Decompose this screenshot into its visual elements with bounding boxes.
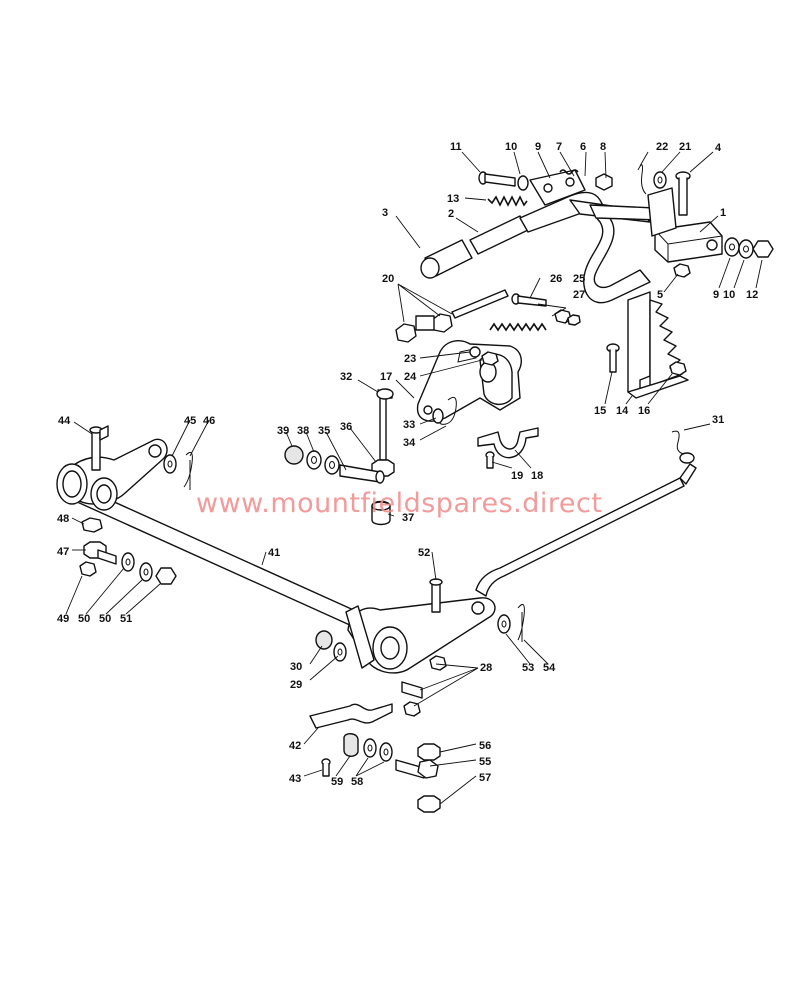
linkage-rod (475, 477, 685, 597)
callout-8: 8 (600, 141, 606, 153)
callout-6: 6 (580, 141, 586, 153)
callout-34: 34 (403, 437, 416, 449)
callout-41: 41 (268, 547, 280, 559)
link-rod (377, 389, 393, 461)
callout-52: 52 (418, 547, 430, 559)
callout-42: 42 (289, 740, 301, 752)
cross-shaft-assembly (56, 425, 697, 813)
callout-24: 24 (404, 371, 417, 383)
callout-31: 31 (712, 414, 724, 426)
callout-43: 43 (289, 773, 301, 785)
callout-32: 32 (340, 371, 352, 383)
callout-39: 39 (277, 425, 289, 437)
callout-7: 7 (556, 141, 562, 153)
middle-linkage (284, 289, 581, 526)
callout-26: 26 (550, 273, 562, 285)
watermark: www.mountfieldspares.direct (196, 488, 602, 519)
callout-20: 20 (382, 273, 394, 285)
callout-29: 29 (290, 679, 302, 691)
callout-1: 1 (720, 207, 726, 219)
callout-4: 4 (715, 142, 722, 154)
callout-21: 21 (679, 141, 691, 153)
callout-3: 3 (382, 207, 388, 219)
callout-35: 35 (318, 425, 330, 437)
callout-28: 28 (480, 662, 492, 674)
callout-54: 54 (543, 662, 556, 674)
callout-13: 13 (447, 193, 459, 205)
callout-58: 58 (351, 776, 363, 788)
callout-11: 11 (450, 141, 462, 153)
callout-44: 44 (58, 415, 71, 427)
callout-33: 33 (403, 419, 415, 431)
callout-9-top: 9 (535, 141, 541, 153)
spring-13 (487, 195, 528, 207)
callout-36: 36 (340, 421, 352, 433)
callout-51: 51 (120, 613, 132, 625)
ratchet-plate (606, 291, 689, 399)
callout-9-right: 9 (713, 289, 719, 301)
callout-23: 23 (404, 353, 416, 365)
callout-10-top: 10 (505, 141, 517, 153)
callout-25: 25 (573, 273, 585, 285)
spring-25 (489, 322, 547, 332)
callout-22: 22 (656, 141, 668, 153)
lever-arm (519, 191, 651, 304)
lever-assembly (420, 164, 774, 304)
callout-15: 15 (594, 405, 606, 417)
callout-50-a: 50 (78, 613, 90, 625)
mounting-bracket (309, 703, 393, 729)
callout-17: 17 (380, 371, 392, 383)
callout-30: 30 (290, 661, 302, 673)
callout-50-b: 50 (99, 613, 111, 625)
callout-16: 16 (638, 405, 650, 417)
callout-37: 37 (402, 512, 414, 524)
callout-labels: 1 2 3 4 5 6 7 8 9 9 10 10 11 12 13 14 15… (57, 141, 758, 788)
leader-lines (65, 151, 763, 805)
callout-10-right: 10 (723, 289, 735, 301)
callout-38: 38 (297, 425, 309, 437)
grip-sleeve (420, 239, 473, 279)
lever-tube (469, 215, 529, 255)
callout-49: 49 (57, 613, 69, 625)
pivot-bolt (675, 171, 691, 216)
saddle-clamp (477, 427, 539, 459)
callout-57: 57 (479, 772, 491, 784)
bolt-11 (478, 171, 516, 187)
callout-12: 12 (746, 289, 758, 301)
callout-27: 27 (573, 289, 585, 301)
callout-18: 18 (531, 470, 543, 482)
lever-bracket (654, 221, 723, 263)
callout-5: 5 (657, 289, 663, 301)
adjuster-rod (451, 289, 509, 319)
callout-45: 45 (184, 415, 196, 427)
callout-2: 2 (448, 208, 454, 220)
callout-55: 55 (479, 756, 491, 768)
callout-59: 59 (331, 776, 343, 788)
callout-14: 14 (616, 405, 629, 417)
callout-56: 56 (479, 740, 491, 752)
callout-19: 19 (511, 470, 523, 482)
callout-48: 48 (57, 513, 69, 525)
callout-47: 47 (57, 546, 69, 558)
callout-53: 53 (522, 662, 534, 674)
callout-46: 46 (203, 415, 215, 427)
